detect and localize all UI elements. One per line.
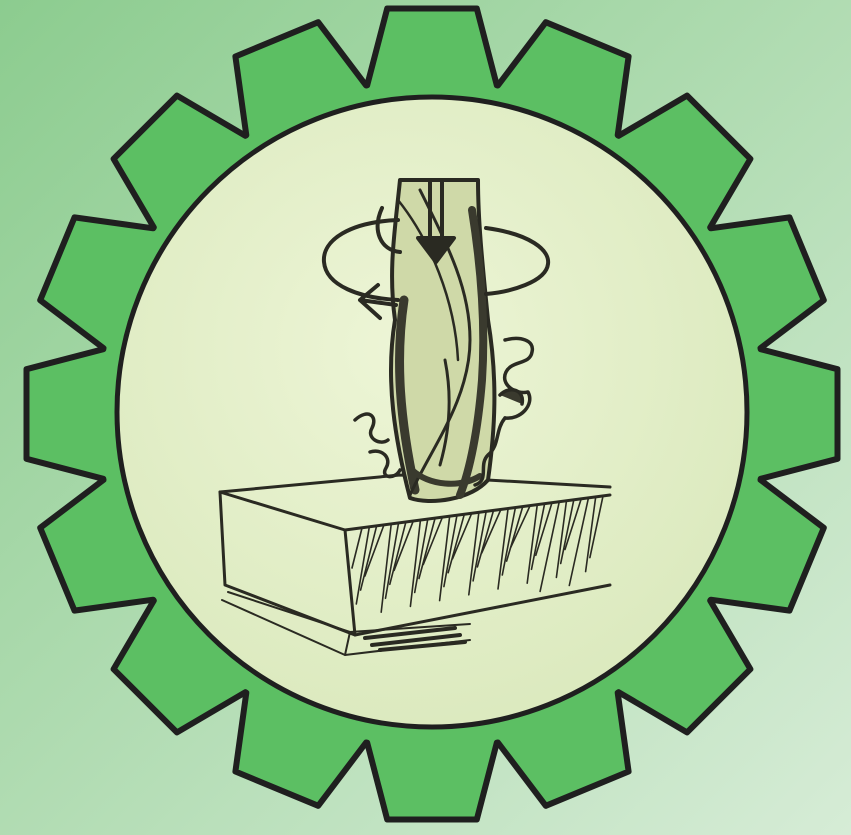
gear-badge-svg (0, 0, 851, 835)
gear-badge-graphic (0, 0, 851, 835)
